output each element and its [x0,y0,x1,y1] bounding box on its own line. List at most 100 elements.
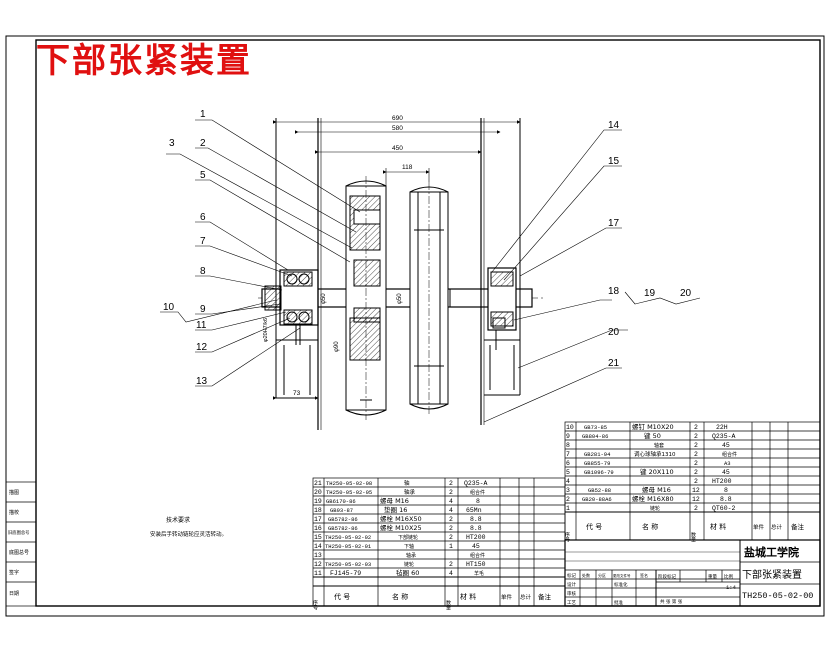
dim-450: 450 [392,145,403,152]
dim-690: 690 [392,115,403,122]
bom-qty: 4 [449,570,453,577]
bom-row: 16 GB5782-86 螺栓 M10X25 2 8.8 [314,523,482,532]
tb-std: 标准化 [614,581,628,588]
tb-col-changedoc: 更改文件号 [613,573,631,578]
bom-mat: HT200 [466,534,486,541]
bom-qty: 2 [449,489,453,496]
bom-code: FJ145-79 [330,570,361,577]
bom-code: GB93-87 [330,507,353,514]
tb-sheet: 共 张 第 张 [660,598,683,605]
bom-qty: 2 [694,424,698,431]
bom-no: 3 [566,487,570,494]
bom-code: TH250-05-02-05 [326,489,372,496]
bom-name: 轴承 [406,552,416,559]
bom-mat: 8.8 [470,516,482,523]
callout-14: 14 [608,120,620,131]
bom-header-no: 序号 [564,531,570,543]
tb-ratio: 比例 [724,573,733,580]
bom-row: 9 GB804-86 键 50 2 Q235-A [566,431,736,440]
callout-numbers: 1 2 3 5 6 7 8 9 10 11 12 13 14 15 17 18 … [163,109,692,387]
bom-header-mat: 材 料 [710,522,726,531]
bom-name: 键 50 [644,431,661,440]
drawing-number: TH250-05-02-00 [742,591,813,601]
bom-code: GB6170-86 [326,498,356,505]
bom-name: 垫圈 16 [384,505,407,514]
callout-9: 9 [200,304,206,315]
right-bracket [484,339,520,396]
bom-qty: 2 [694,460,698,467]
dimension-lines [273,120,521,400]
tb-col-sign: 签名 [640,572,648,578]
bom-mat: 8 [476,498,480,505]
bom-code: TH250-05-02-02 [325,534,371,541]
callout-20b: 20 [608,327,620,338]
bom-code: TH250-05-02-08 [326,480,372,487]
bom-row: 6 GB855-79 2 A3 [566,460,731,467]
bom-row: 13 轴承 组合件 [314,552,485,559]
bom-no: 8 [566,442,570,449]
bom-mat: 8 [724,487,728,494]
callout-13: 13 [196,376,208,387]
callout-19: 19 [644,288,656,299]
bom-no: 5 [566,469,570,476]
tb-row-process: 工艺 [567,600,576,606]
callout-12: 12 [196,342,208,353]
bom-code: GB855-79 [584,460,610,467]
bom-left-rows: 21 TH250-05-02-08 轴 2 Q235-A 20 TH250-05… [314,479,488,577]
bom-row: 21 TH250-05-02-08 轴 2 Q235-A [314,479,488,487]
bom-qty: 2 [449,516,453,523]
bom-header-total: 总计 [520,593,532,601]
bom-name: 链轮 [650,505,660,512]
bom-row: 18 GB93-87 垫圈 16 4 65Mn [314,505,482,514]
bom-no: 14 [314,543,322,550]
right-bearing [487,267,517,350]
callout-5: 5 [200,170,206,181]
bom-code: GB804-86 [582,433,608,440]
tech-req-text: 安装后手转动链轮应灵活转动。 [150,530,227,538]
dia-shaft-left: φ50 [321,293,327,304]
title-block-text: 盐城工学院 下部张紧装置 TH250-05-02-00 1:4 标记 设计 审核… [567,545,813,606]
bom-header-remark: 备注 [538,592,552,601]
bom-qty: 4 [449,498,453,505]
bom-qty: 2 [449,561,453,568]
bom-row: 17 GB5782-86 螺栓 M16X50 2 8.8 [314,514,482,523]
bom-no: 7 [566,451,570,458]
bom-no: 18 [314,507,322,514]
callout-10: 10 [163,302,175,313]
bom-mat: 组合件 [470,552,485,559]
bom-name: 轴 [404,479,410,487]
bom-no: 15 [314,534,322,541]
main-shaft [261,288,533,308]
callout-17: 17 [608,218,620,229]
bom-header-name: 名 称 [392,592,408,601]
tb-col-zone: 分区 [598,572,606,578]
bom-code: GB1096-79 [584,469,614,476]
bom-name: 键 20X110 [640,467,674,476]
bom-mat: 45 [472,543,480,550]
bom-row: 12 TH250-05-02-03 链轮 2 HT150 [314,561,486,568]
dia-hub: φ90 [334,341,340,352]
bom-mat: 22H [716,424,728,431]
callout-6: 6 [200,212,206,223]
bom-mat: 45 [722,469,730,476]
bom-mat: 8.8 [470,525,482,532]
bom-no: 21 [314,480,322,487]
bom-row: 2 GB20-88A6 螺栓 M16X80 12 8.8 [566,494,732,503]
bom-row: 3 GB52-88 螺母 M16 12 8 [566,485,728,494]
tb-weight: 重量 [708,573,717,580]
bom-code: GB5782-86 [328,516,358,523]
title-block-grid [564,539,821,607]
bom-mat: A3 [724,460,731,467]
bom-mat: 组合件 [470,489,485,496]
bom-header-code: 代 号 [334,592,350,601]
bom-header-mat: 材 料 [460,592,476,601]
bom-mat: 65Mn [466,507,482,514]
bom-mat: Q235-A [464,480,488,487]
bom-mat: HT200 [712,478,732,485]
bom-no: 1 [566,505,570,512]
bom-name: 螺栓 M16X80 [632,494,674,503]
bom-no: 4 [566,478,570,485]
bom-name: 链轮 [404,561,414,568]
left-stamp-labels: 描图 描校 旧底图总号 底图总号 签字 日期 [8,489,29,597]
bom-header-qty: 数量 [690,531,696,543]
